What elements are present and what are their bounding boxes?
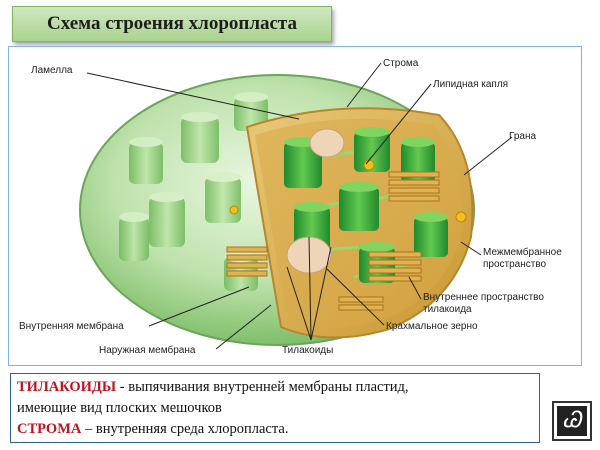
label-inner-space-line1: Внутреннее пространство (423, 292, 544, 303)
label-starch-grain: Крахмальное зерно (386, 321, 478, 332)
definition-stroma-line: СТРОМА – внутренняя среда хлоропласта. (17, 421, 288, 438)
definition-thylakoid-line1: ТИЛАКОИДЫ - выпячивания внутренней мембр… (17, 379, 409, 396)
definition-thylakoid-text: - выпячивания внутренней мембраны пласти… (116, 379, 409, 395)
thylakoid-sections (226, 171, 440, 311)
term-thylakoids: ТИЛАКОИДЫ (17, 379, 117, 395)
label-stroma: Строма (383, 58, 419, 69)
lipid-droplet (363, 159, 375, 171)
page-title: Схема строения хлоропласта (47, 13, 297, 34)
chloroplast-diagram: Ламелла Строма Липидная капля Грана Межм… (8, 46, 582, 366)
label-thylakoids: Тилакоиды (282, 345, 333, 356)
pale-grana-group (119, 92, 268, 291)
title-banner: Схема строения хлоропласта (12, 6, 332, 42)
lipid-droplet (229, 205, 239, 215)
label-inner-space-line2: тилакоида (423, 304, 472, 315)
label-intermembrane-line1: Межмембранное (483, 246, 562, 258)
chloroplast-illustration: Ламелла Строма Липидная капля Грана Межм… (19, 58, 562, 356)
definitions-box: ТИЛАКОИДЫ - выпячивания внутренней мембр… (10, 373, 540, 443)
term-stroma: СТРОМА (17, 421, 82, 437)
label-intermembrane-line2: пространство (483, 259, 547, 270)
definition-stroma-text: – внутренняя среда хлоропласта. (81, 421, 289, 437)
label-lamella: Ламелла (31, 65, 73, 76)
starch-grain (309, 128, 345, 158)
label-outer-membrane: Наружная мембрана (99, 344, 196, 356)
label-grana: Грана (509, 131, 536, 142)
lipid-droplet (455, 211, 467, 223)
label-inner-membrane: Внутренняя мембрана (19, 320, 124, 332)
label-lipid-drop: Липидная капля (433, 79, 508, 90)
publisher-logo-icon: Ꮚ (552, 401, 592, 441)
definition-thylakoid-line2: имеющие вид плоских мешочков (17, 400, 222, 416)
leader-lines (86, 62, 513, 350)
